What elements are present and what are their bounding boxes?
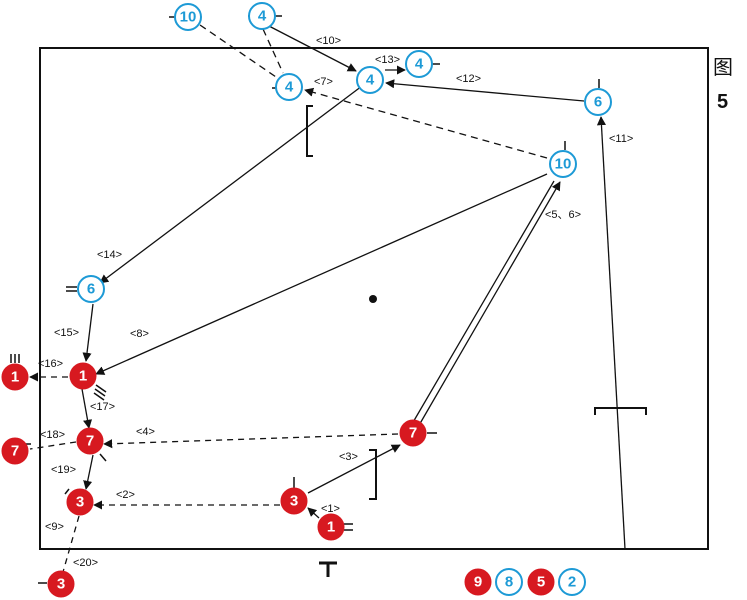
goal-marker <box>319 561 337 577</box>
run-line-17 <box>81 388 93 429</box>
pass-line-2 <box>262 28 284 74</box>
svg-text:6: 6 <box>594 94 602 111</box>
step-label-15: <15> <box>54 327 79 339</box>
player-marker-blue-4: 4 <box>248 2 276 30</box>
player-marker-red-3: 3 <box>66 488 94 516</box>
step-label-13: <13> <box>375 54 400 66</box>
step-label-8: <8> <box>130 328 149 340</box>
player-marker-blue-6: 6 <box>77 275 105 303</box>
run-line-8 <box>95 173 548 375</box>
legend: 9 8 5 2 <box>464 568 586 596</box>
player-marker-blue-4: 4 <box>275 73 303 101</box>
player-marker-red-3: 3 <box>280 487 308 515</box>
legend-marker-red-9: 9 <box>464 568 492 596</box>
step-label-4: <4> <box>136 426 155 438</box>
run-line-14 <box>99 85 363 284</box>
dribble-line-5-6a <box>411 180 555 425</box>
run-line-12 <box>385 79 585 102</box>
svg-text:10: 10 <box>180 9 197 26</box>
player-markers: 10 4 4 4 4 6 10 6 1 1 7 7 7 3 3 1 3 <box>1 2 612 598</box>
screen-bracket <box>306 105 647 500</box>
player-marker-red-7: 7 <box>399 419 427 447</box>
figure-label-char: 图 <box>713 55 733 79</box>
court-boundary <box>39 47 709 550</box>
player-marker-blue-10: 10 <box>549 150 577 178</box>
run-line-11 <box>596 116 626 550</box>
svg-text:8: 8 <box>505 574 513 591</box>
player-marker-red-3: 3 <box>47 570 75 598</box>
center-dot <box>369 295 377 303</box>
pass-line-20 <box>62 515 80 573</box>
player-marker-blue-4: 4 <box>356 66 384 94</box>
pass-line-1 <box>199 24 280 80</box>
step-label-18: <18> <box>40 429 65 441</box>
pass-line-7 <box>304 87 548 159</box>
movement-lines <box>29 24 626 573</box>
step-label-2: <2> <box>116 489 135 501</box>
run-line-3 <box>307 444 401 494</box>
svg-text:1: 1 <box>327 519 335 536</box>
svg-text:3: 3 <box>290 493 298 510</box>
svg-text:9: 9 <box>474 574 482 591</box>
step-label-3: <3> <box>339 451 358 463</box>
player-marker-red-1: 1 <box>69 362 97 390</box>
svg-text:2: 2 <box>568 574 576 591</box>
svg-text:1: 1 <box>79 368 87 385</box>
step-label-9: <9> <box>45 521 64 533</box>
player-marker-red-7: 7 <box>76 427 104 455</box>
player-marker-blue-10: 10 <box>174 3 202 31</box>
svg-text:5: 5 <box>537 574 545 591</box>
svg-text:4: 4 <box>285 79 294 96</box>
svg-text:7: 7 <box>11 443 19 460</box>
svg-text:7: 7 <box>409 425 417 442</box>
player-marker-red-1: 1 <box>1 363 29 391</box>
step-label-17: <17> <box>90 401 115 413</box>
svg-text:1: 1 <box>11 369 19 386</box>
step-label-19: <19> <box>51 464 76 476</box>
legend-marker-blue-2: 2 <box>558 568 586 596</box>
svg-text:10: 10 <box>555 156 572 173</box>
player-marker-blue-6: 6 <box>584 88 612 116</box>
step-label-5-6: <5、6> <box>545 209 581 221</box>
run-line-1 <box>307 507 320 519</box>
svg-text:4: 4 <box>366 72 375 89</box>
pass-line-18 <box>29 441 77 450</box>
step-label-20: <20> <box>73 557 98 569</box>
step-label-11: <11> <box>609 133 633 145</box>
run-line-15 <box>82 303 94 362</box>
step-label-14: <14> <box>97 249 122 261</box>
svg-text:4: 4 <box>415 56 424 73</box>
step-label-1: <1> <box>321 503 340 515</box>
figure-label-number: 5 <box>717 91 728 113</box>
run-line-19 <box>83 454 94 490</box>
legend-marker-blue-8: 8 <box>495 568 523 596</box>
step-labels: <10> <13> <7> <12> <11> <5、6> <14> <15> … <box>38 35 633 569</box>
step-label-7: <7> <box>314 76 333 88</box>
player-marker-red-7: 7 <box>1 437 29 465</box>
svg-text:6: 6 <box>87 281 95 298</box>
step-label-16: <16> <box>38 358 63 370</box>
player-marker-red-1: 1 <box>317 513 345 541</box>
svg-text:3: 3 <box>57 576 65 593</box>
step-label-12: <12> <box>456 73 481 85</box>
svg-text:3: 3 <box>76 494 84 511</box>
dribble-line-5-6b <box>417 181 561 428</box>
svg-text:4: 4 <box>258 8 267 25</box>
pass-line-4 <box>103 433 399 449</box>
player-marker-blue-4: 4 <box>405 50 433 78</box>
legend-marker-red-5: 5 <box>527 568 555 596</box>
svg-text:7: 7 <box>86 433 94 450</box>
step-label-10: <10> <box>316 35 341 47</box>
run-line-10 <box>266 24 357 72</box>
